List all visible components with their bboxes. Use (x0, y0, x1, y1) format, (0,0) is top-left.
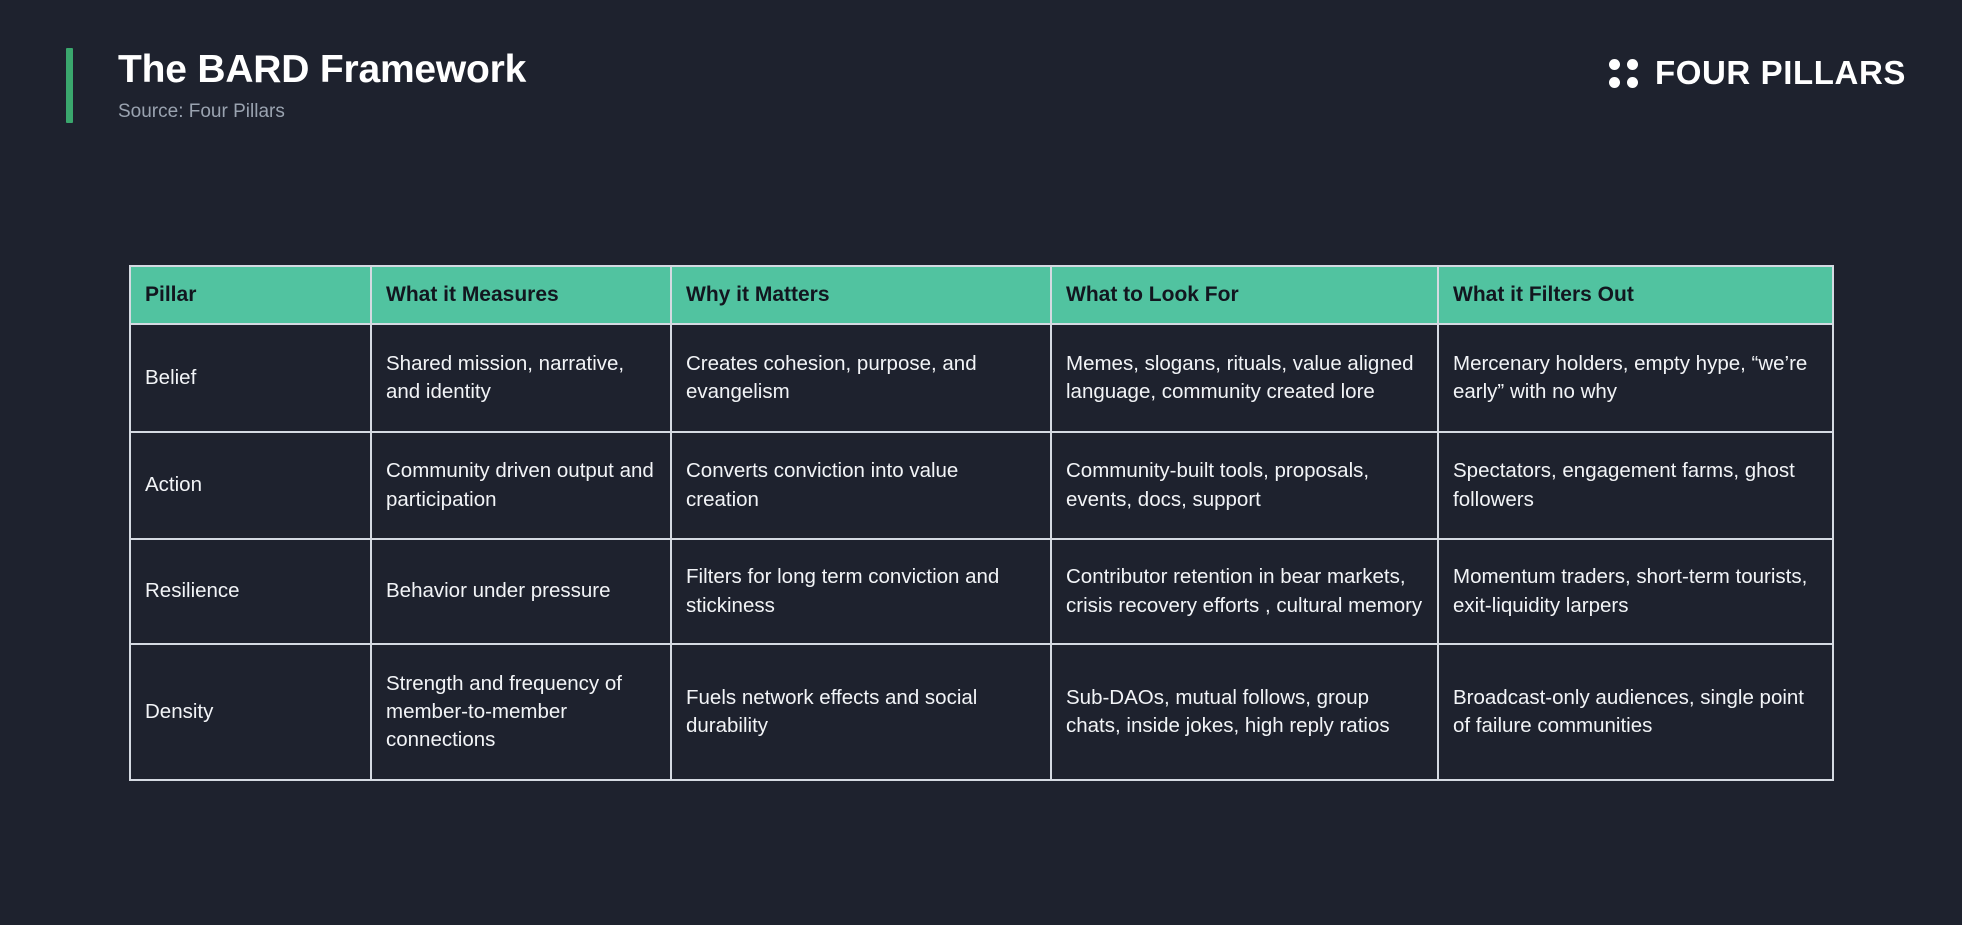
cell-measures: Shared mission, narrative, and identity (370, 323, 672, 433)
cell-look-for: Community-built tools, proposals, events… (1050, 431, 1439, 540)
page-title: The BARD Framework (118, 48, 527, 91)
column-header-matters: Why it Matters (670, 265, 1052, 325)
table-row: Action Community driven output and parti… (129, 431, 1834, 540)
four-dots-grid-icon (1608, 58, 1638, 88)
brand-name: FOUR PILLARS (1654, 54, 1906, 91)
accent-bar (66, 48, 73, 124)
title-texts: The BARD Framework Source: Four Pillars (73, 48, 526, 123)
page-source-label: Source: Four Pillars (118, 100, 285, 122)
cell-measures: Community driven output and participatio… (370, 431, 672, 540)
column-header-look-for: What to Look For (1050, 265, 1439, 325)
bard-framework-table: Pillar What it Measures Why it Matters W… (129, 265, 1834, 781)
cell-pillar: Belief (129, 323, 372, 433)
cell-measures: Strength and frequency of member-to-memb… (370, 643, 672, 781)
table-header-row: Pillar What it Measures Why it Matters W… (129, 265, 1834, 325)
table-body: Belief Shared mission, narrative, and id… (129, 323, 1834, 781)
cell-look-for: Memes, slogans, rituals, value aligned l… (1050, 323, 1439, 433)
page-header: The BARD Framework Source: Four Pillars … (0, 0, 1962, 150)
cell-matters: Converts conviction into value creation (670, 431, 1052, 540)
cell-matters: Fuels network effects and social durabil… (670, 643, 1052, 781)
cell-filters-out: Spectators, engagement farms, ghost foll… (1437, 431, 1834, 540)
cell-matters: Creates cohesion, purpose, and evangelis… (670, 323, 1052, 433)
column-header-filters-out: What it Filters Out (1437, 265, 1834, 325)
cell-matters: Filters for long term conviction and sti… (670, 538, 1052, 645)
cell-look-for: Sub-DAOs, mutual follows, group chats, i… (1050, 643, 1439, 781)
cell-measures: Behavior under pressure (370, 538, 672, 645)
cell-pillar: Action (129, 431, 372, 540)
table-row: Belief Shared mission, narrative, and id… (129, 323, 1834, 433)
cell-filters-out: Broadcast-only audiences, single point o… (1437, 643, 1834, 781)
table-container: Pillar What it Measures Why it Matters W… (129, 265, 1834, 781)
column-header-measures: What it Measures (370, 265, 672, 325)
table-header: Pillar What it Measures Why it Matters W… (129, 265, 1834, 325)
title-block: The BARD Framework Source: Four Pillars (66, 48, 526, 124)
cell-pillar: Resilience (129, 538, 372, 645)
table-row: Resilience Behavior under pressure Filte… (129, 538, 1834, 645)
column-header-pillar: Pillar (129, 265, 372, 325)
cell-look-for: Contributor retention in bear markets, c… (1050, 538, 1439, 645)
table-row: Density Strength and frequency of member… (129, 643, 1834, 781)
cell-filters-out: Momentum traders, short-term tourists, e… (1437, 538, 1834, 645)
cell-filters-out: Mercenary holders, empty hype, “we’re ea… (1437, 323, 1834, 433)
brand-logo: FOUR PILLARS (1608, 54, 1906, 92)
cell-pillar: Density (129, 643, 372, 781)
